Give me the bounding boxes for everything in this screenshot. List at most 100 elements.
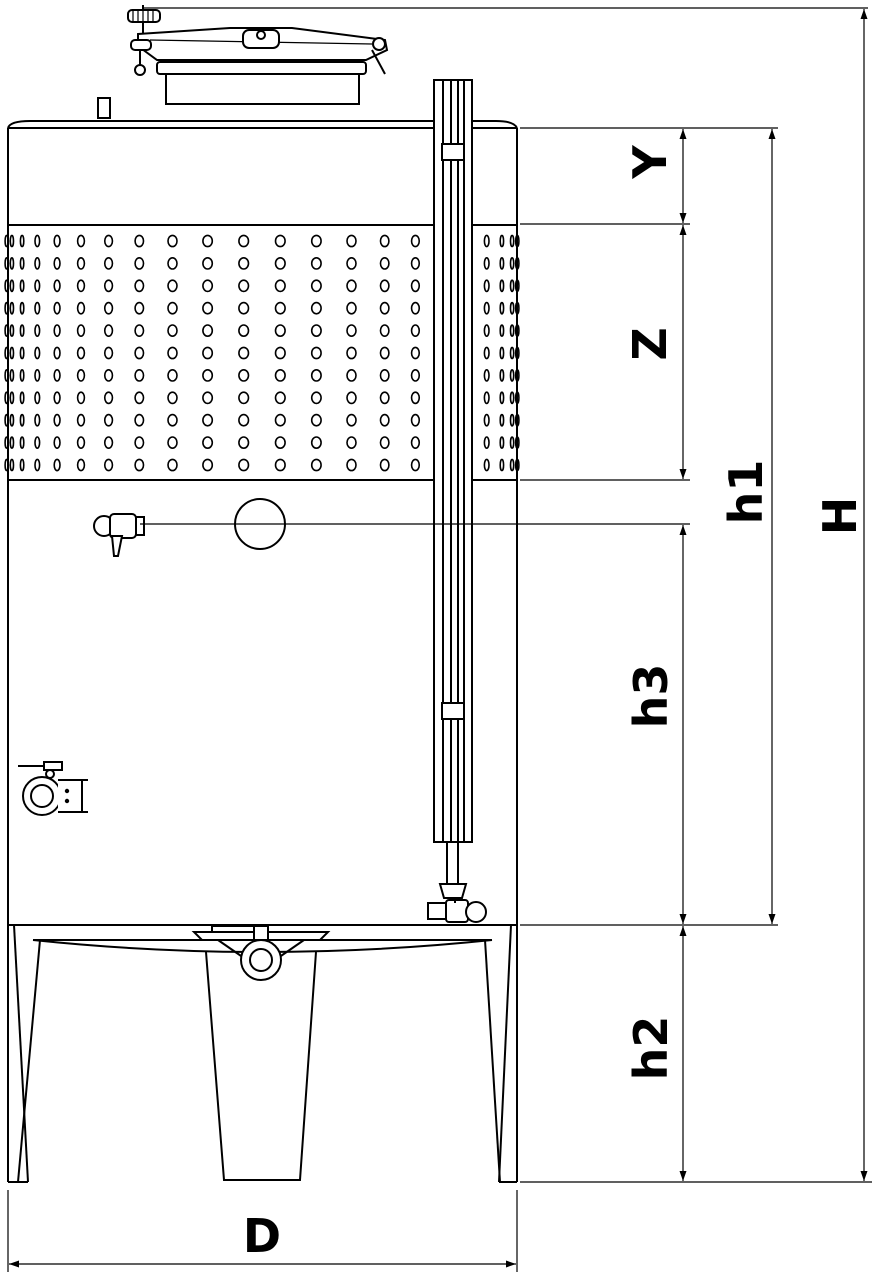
jacket-hole [274, 346, 286, 360]
dim-label-h1: h1 [719, 460, 773, 525]
jacket-hole [499, 458, 505, 472]
jacket-hole [509, 256, 515, 270]
jacket-hole [238, 436, 250, 449]
jacket-hole [379, 391, 390, 405]
jacket-hole [509, 301, 515, 315]
jacket-hole [167, 458, 178, 472]
jacket-hole [514, 324, 520, 337]
jacket-hole [310, 458, 322, 472]
jacket-hole [167, 234, 178, 248]
jacket-hole [509, 368, 515, 382]
jacket-hole [410, 413, 421, 427]
jacket-hole [310, 413, 322, 427]
jacket-hole [499, 301, 505, 315]
jacket-hole [202, 391, 214, 405]
jacket-hole [9, 324, 15, 337]
jacket-hole [9, 301, 15, 315]
jacket-hole [499, 279, 505, 293]
jacket-hole [310, 234, 322, 248]
jacket-hole [53, 279, 61, 293]
jacket-hole [4, 346, 10, 360]
jacket-hole [238, 256, 250, 270]
jacket-hole [346, 279, 357, 293]
side-ball-valve [18, 761, 88, 816]
jacket-hole [379, 413, 390, 427]
jacket-hole [346, 458, 357, 472]
jacket-hole [410, 346, 421, 360]
jacket-hole [410, 324, 421, 337]
jacket-hole [34, 279, 41, 293]
jacket-hole [202, 234, 214, 248]
jacket-hole [499, 368, 505, 382]
jacket-hole [134, 368, 145, 382]
jacket-hole [509, 391, 515, 405]
jacket-hole [53, 391, 61, 405]
jacket-hole [346, 256, 357, 270]
dim-label-h-total: H [813, 497, 867, 536]
jacket-hole [514, 301, 520, 315]
jacket-hole [202, 346, 214, 360]
jacket-hole [76, 301, 86, 315]
jacket-hole [483, 391, 490, 405]
jacket-hole [53, 413, 61, 427]
top-manhole-lid [127, 5, 389, 105]
jacket-hole [9, 391, 15, 405]
jacket-hole [483, 279, 490, 293]
jacket-hole [238, 234, 250, 248]
jacket-hole [483, 301, 490, 315]
jacket-hole [4, 279, 10, 293]
jacket-hole [103, 368, 114, 382]
jacket-hole [346, 436, 357, 449]
dimension-labels: Y Z h1 H h3 h2 D [243, 145, 867, 1263]
jacket-hole [34, 346, 41, 360]
jacket-hole [509, 413, 515, 427]
jacket-hole [76, 368, 86, 382]
jacket-hole [483, 256, 490, 270]
jacket-hole [9, 368, 15, 382]
jacket-hole [346, 324, 357, 337]
jacket-hole [19, 391, 25, 405]
jacket-hole [509, 234, 515, 248]
jacket-hole [202, 413, 214, 427]
jacket-hole [238, 458, 250, 472]
jacket-hole [379, 279, 390, 293]
dim-label-y: Y [623, 145, 677, 180]
jacket-hole [103, 301, 114, 315]
jacket-hole [167, 368, 178, 382]
jacket-hole [34, 234, 41, 248]
jacket-hole [310, 368, 322, 382]
jacket-hole [134, 301, 145, 315]
jacket-hole [310, 324, 322, 337]
jacket-hole [274, 324, 286, 337]
jacket-hole [346, 368, 357, 382]
dim-label-h2: h2 [624, 1016, 678, 1081]
jacket-hole [76, 279, 86, 293]
jacket-hole [34, 436, 41, 449]
jacket-hole [499, 391, 505, 405]
jacket-hole [514, 413, 520, 427]
jacket-hole [167, 324, 178, 337]
jacket-hole [103, 234, 114, 248]
jacket-hole [346, 413, 357, 427]
jacket-hole [514, 234, 520, 248]
jacket-hole [310, 346, 322, 360]
jacket-hole [346, 301, 357, 315]
jacket-hole [310, 279, 322, 293]
jacket-hole [34, 324, 41, 337]
level-gauge [433, 79, 473, 899]
jacket-hole [499, 346, 505, 360]
jacket-hole [167, 346, 178, 360]
jacket-hole [134, 346, 145, 360]
jacket-hole [346, 391, 357, 405]
jacket-hole [410, 391, 421, 405]
jacket-hole [202, 458, 214, 472]
jacket-hole [274, 368, 286, 382]
bottom-outlet-valve [191, 925, 331, 981]
sample-tap [93, 513, 145, 557]
jacket-hole [53, 301, 61, 315]
jacket-hole [76, 256, 86, 270]
jacket-hole [19, 279, 25, 293]
jacket-hole [53, 458, 61, 472]
jacket-hole [410, 458, 421, 472]
jacket-hole [167, 436, 178, 449]
